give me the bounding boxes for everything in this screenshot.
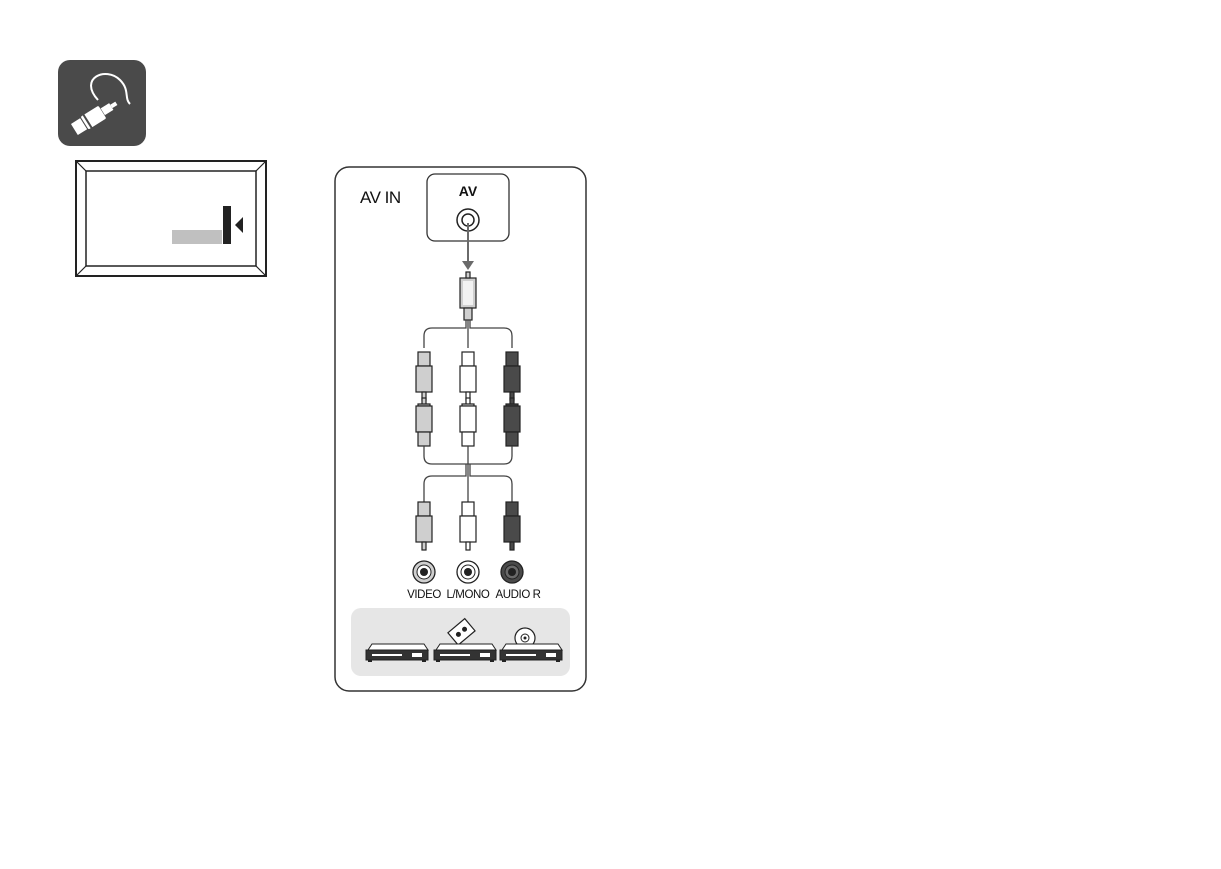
- port-label-audio-r: AUDIO R: [495, 589, 540, 601]
- video-jack: [413, 561, 435, 583]
- dvd-player-icon: [366, 644, 428, 662]
- av-in-label: AV IN: [360, 188, 401, 207]
- l-mono-jack: [457, 561, 479, 583]
- av-connection-diagram: AV IN AV: [334, 166, 587, 692]
- cable-plug-icon: [58, 60, 146, 146]
- port-label-l-mono: L/MONO: [447, 589, 490, 601]
- port-label-video: VIDEO: [407, 589, 441, 601]
- audio-r-jack: [501, 561, 523, 583]
- tv-side-panel-icon: [75, 160, 267, 277]
- av-jack-label: AV: [459, 183, 478, 199]
